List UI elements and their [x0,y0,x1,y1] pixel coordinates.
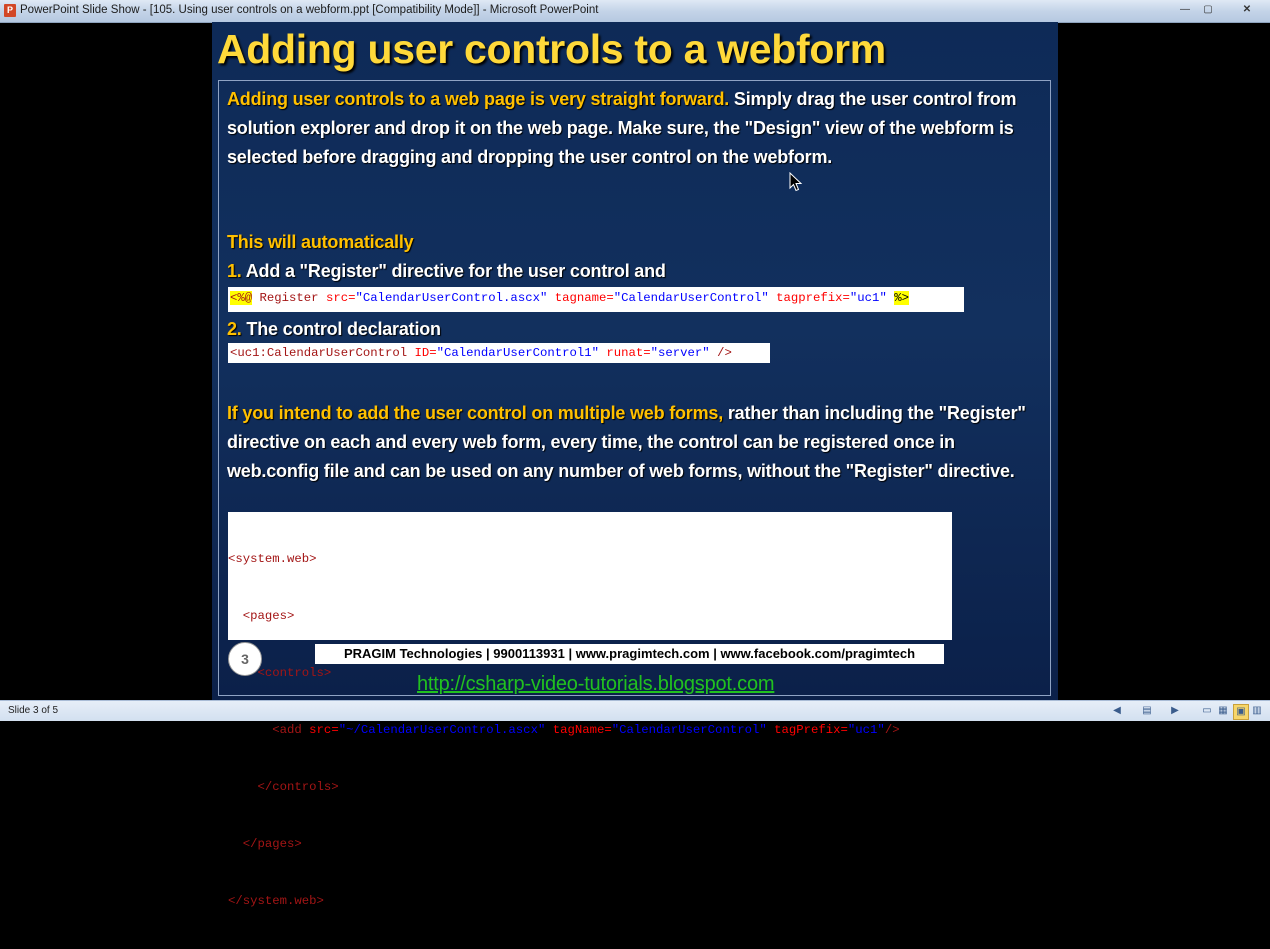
slide-title: Adding user controls to a webform [217,26,886,72]
normal-view-icon[interactable]: ▭ [1202,705,1212,716]
slide-indicator: Slide 3 of 5 [8,705,59,716]
list-item-text: The control declaration [241,319,441,339]
code-token: tagprefix= [768,291,850,305]
code-token: "CalendarUserControl.ascx" [355,291,548,305]
reading-view-icon[interactable]: ▣ [1233,704,1249,720]
intro-text: Simply drag the user control from soluti… [227,89,1017,167]
code-token: /> [884,723,900,737]
window-titlebar: P PowerPoint Slide Show - [105. Using us… [0,0,1270,23]
code-line: </controls> [228,780,339,794]
code-token: Register [252,291,326,305]
slide-number-badge: 3 [228,642,262,676]
footer-contact-bar: PRAGIM Technologies | 9900113931 | www.p… [315,644,944,664]
next-icon[interactable]: ▶ [1171,705,1179,716]
code-token: "server" [650,346,710,360]
menu-icon[interactable]: ▤ [1142,705,1152,716]
slide-sorter-icon[interactable]: ▦ [1218,705,1228,716]
multiple-forms-paragraph: If you intend to add the user control on… [227,399,1042,486]
intro-paragraph: Adding user controls to a web page is ve… [227,85,1042,172]
code-line: <add src="~/CalendarUserControl.ascx" ta… [228,721,952,740]
slideshow-icon[interactable]: ▥ [1252,705,1262,716]
code-token: <add [228,723,302,737]
status-bar: Slide 3 of 5 ◀ ▤ ▶ ▭ ▦ ▣ ▥ [0,700,1270,721]
list-item-text: Add a "Register" directive for the user … [241,261,666,281]
list-item-register: 1. Add a "Register" directive for the us… [227,257,1042,286]
powerpoint-app-icon[interactable]: P [4,4,16,17]
code-line: </system.web> [228,894,324,908]
code-token: "CalendarUserControl" [611,723,767,737]
prev-icon[interactable]: ◀ [1113,705,1121,716]
list-number: 1. [227,261,242,281]
code-token: tagPrefix= [766,723,848,737]
code-token: <%@ [230,291,253,305]
code-token: "CalendarUserControl1" [436,346,599,360]
code-line: </pages> [228,837,302,851]
code-line: <system.web> [228,552,317,566]
code-token: %> [894,291,909,305]
code-token: src= [301,723,339,737]
code-token: ID= [407,346,437,360]
content-frame [218,80,1051,696]
slide[interactable]: Adding user controls to a webform Adding… [212,22,1058,908]
maximize-button[interactable]: ▢ [1203,4,1213,15]
list-number: 2. [227,319,242,339]
code-token: <uc1:CalendarUserControl [230,346,408,360]
window-title: PowerPoint Slide Show - [105. Using user… [20,4,599,16]
code-token: runat= [599,346,651,360]
mouse-cursor-icon [789,172,803,192]
blog-link[interactable]: http://csharp-video-tutorials.blogspot.c… [417,673,775,695]
code-token: src= [325,291,356,305]
code-token: "uc1" [849,291,887,305]
code-token: tagname= [547,291,614,305]
register-directive-code: <%@ Register src="CalendarUserControl.as… [228,287,964,312]
code-token: tagName= [545,723,612,737]
code-token: "uc1" [847,723,885,737]
code-line: <pages> [228,609,295,623]
code-line: <controls> [228,666,332,680]
code-token: /> [709,346,732,360]
multiple-forms-text: rather than including the "Register" dir… [227,403,1026,481]
control-declaration-code: <uc1:CalendarUserControl ID="CalendarUse… [228,343,770,363]
webconfig-code-block: <system.web> <pages> <controls> <add src… [228,512,952,908]
automatic-heading: This will automatically [227,232,414,252]
code-token: "~/CalendarUserControl.ascx" [338,723,546,737]
code-token: "CalendarUserControl" [613,291,769,305]
intro-highlight: Adding user controls to a web page is ve… [227,89,730,109]
close-button[interactable]: ✕ [1242,4,1252,15]
list-item-declaration: 2. The control declaration [227,315,1042,344]
minimize-button[interactable]: — [1180,4,1190,15]
multiple-forms-highlight: If you intend to add the user control on… [227,403,724,423]
